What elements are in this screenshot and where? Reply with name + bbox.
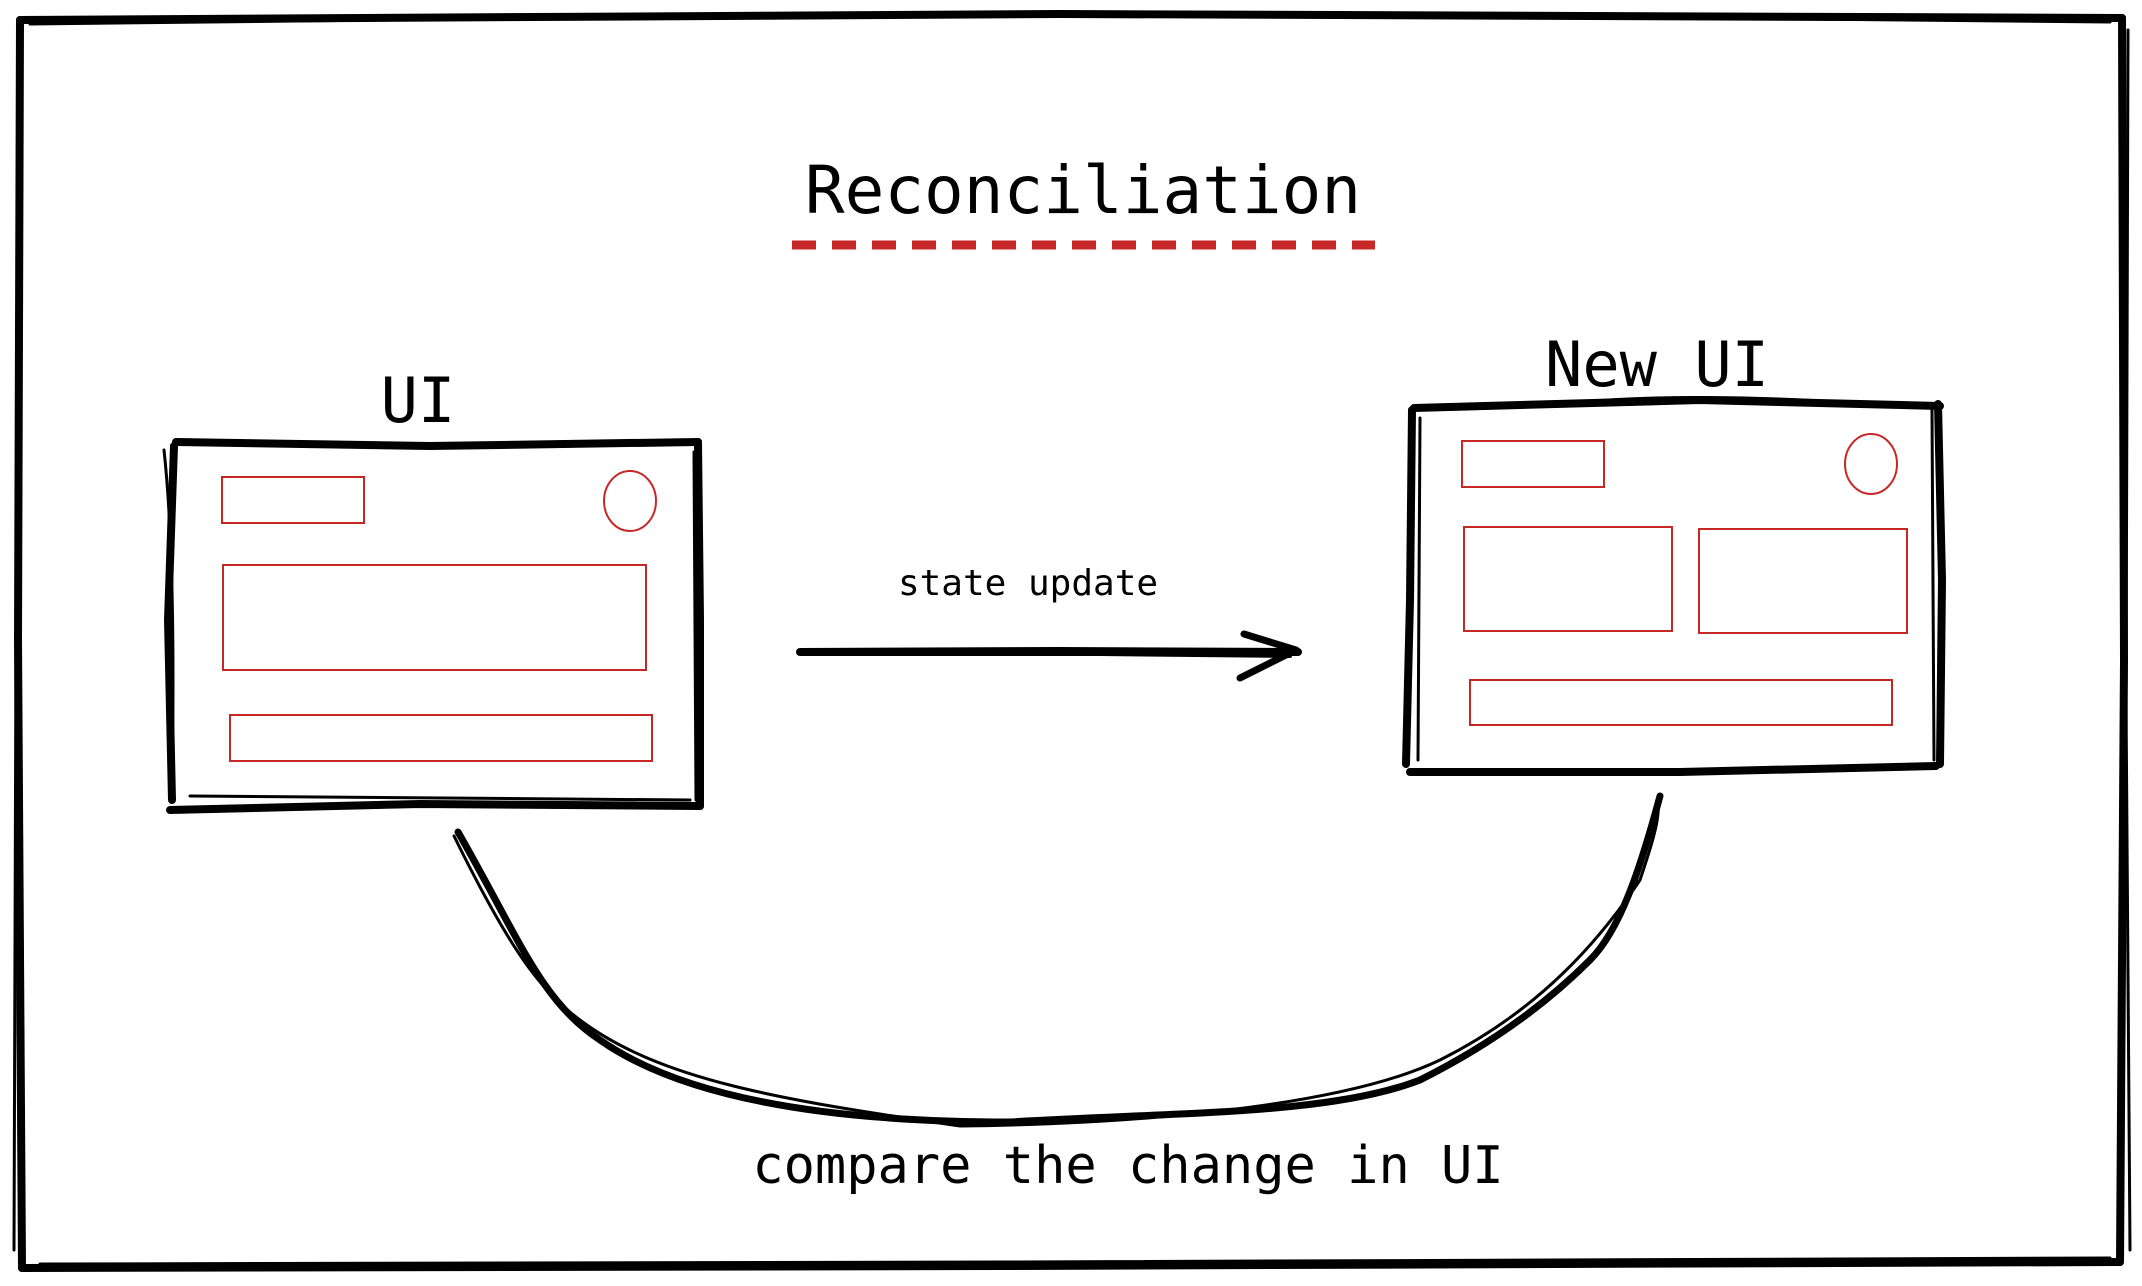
outer-frame [12,10,2132,1272]
state-update-label: state update [898,563,1158,604]
new-ui-elements [1461,433,1908,726]
old-ui-elements [221,470,657,762]
new-ui-content-block-left [1463,526,1673,632]
new-ui-header-block [1461,440,1605,488]
old-ui-box [162,438,704,814]
old-ui-header-block [221,476,365,524]
new-ui-avatar-circle [1844,433,1898,495]
old-ui-label: UI [381,364,456,437]
new-ui-footer-bar [1469,679,1893,726]
compare-curve [452,792,1664,1128]
old-ui-footer-bar [229,714,653,762]
state-update-arrow [796,630,1302,682]
compare-label: compare the change in UI [752,1136,1503,1196]
new-ui-box [1402,395,1946,776]
arrow-head [1236,630,1300,682]
old-ui-content-block [222,564,647,671]
new-ui-label: New UI [1545,328,1769,401]
old-ui-avatar-circle [603,470,657,532]
diagram-title: Reconciliation [805,152,1361,229]
new-ui-content-block-right [1698,528,1908,634]
